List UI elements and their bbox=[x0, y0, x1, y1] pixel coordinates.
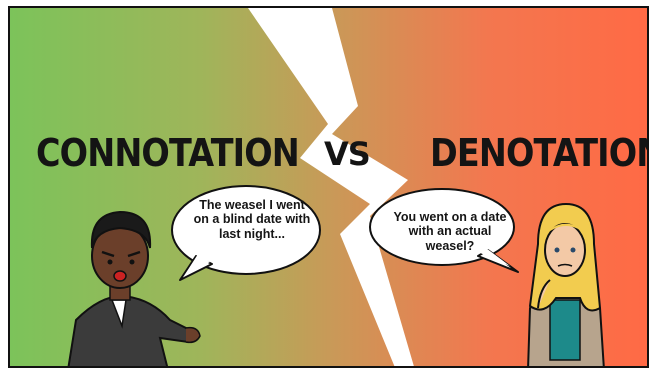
denotation-heading: DENOTATION bbox=[430, 131, 649, 175]
connotation-heading: CONNOTATION bbox=[36, 131, 300, 175]
right-bubble-text: You went on a date with an actual weasel… bbox=[393, 210, 507, 253]
comic-panel: CONNOTATION VS DENOTATION The weasel I w… bbox=[8, 6, 649, 368]
left-speech-bubble bbox=[171, 185, 321, 281]
man-character bbox=[67, 210, 201, 366]
panel-artwork bbox=[67, 8, 605, 366]
left-bubble-text: The weasel I went on a blind date with l… bbox=[193, 198, 311, 241]
right-speech-bubble bbox=[369, 188, 519, 273]
versus-label: VS bbox=[324, 135, 371, 173]
woman-character bbox=[527, 202, 605, 366]
lightning-bolt bbox=[248, 8, 414, 366]
